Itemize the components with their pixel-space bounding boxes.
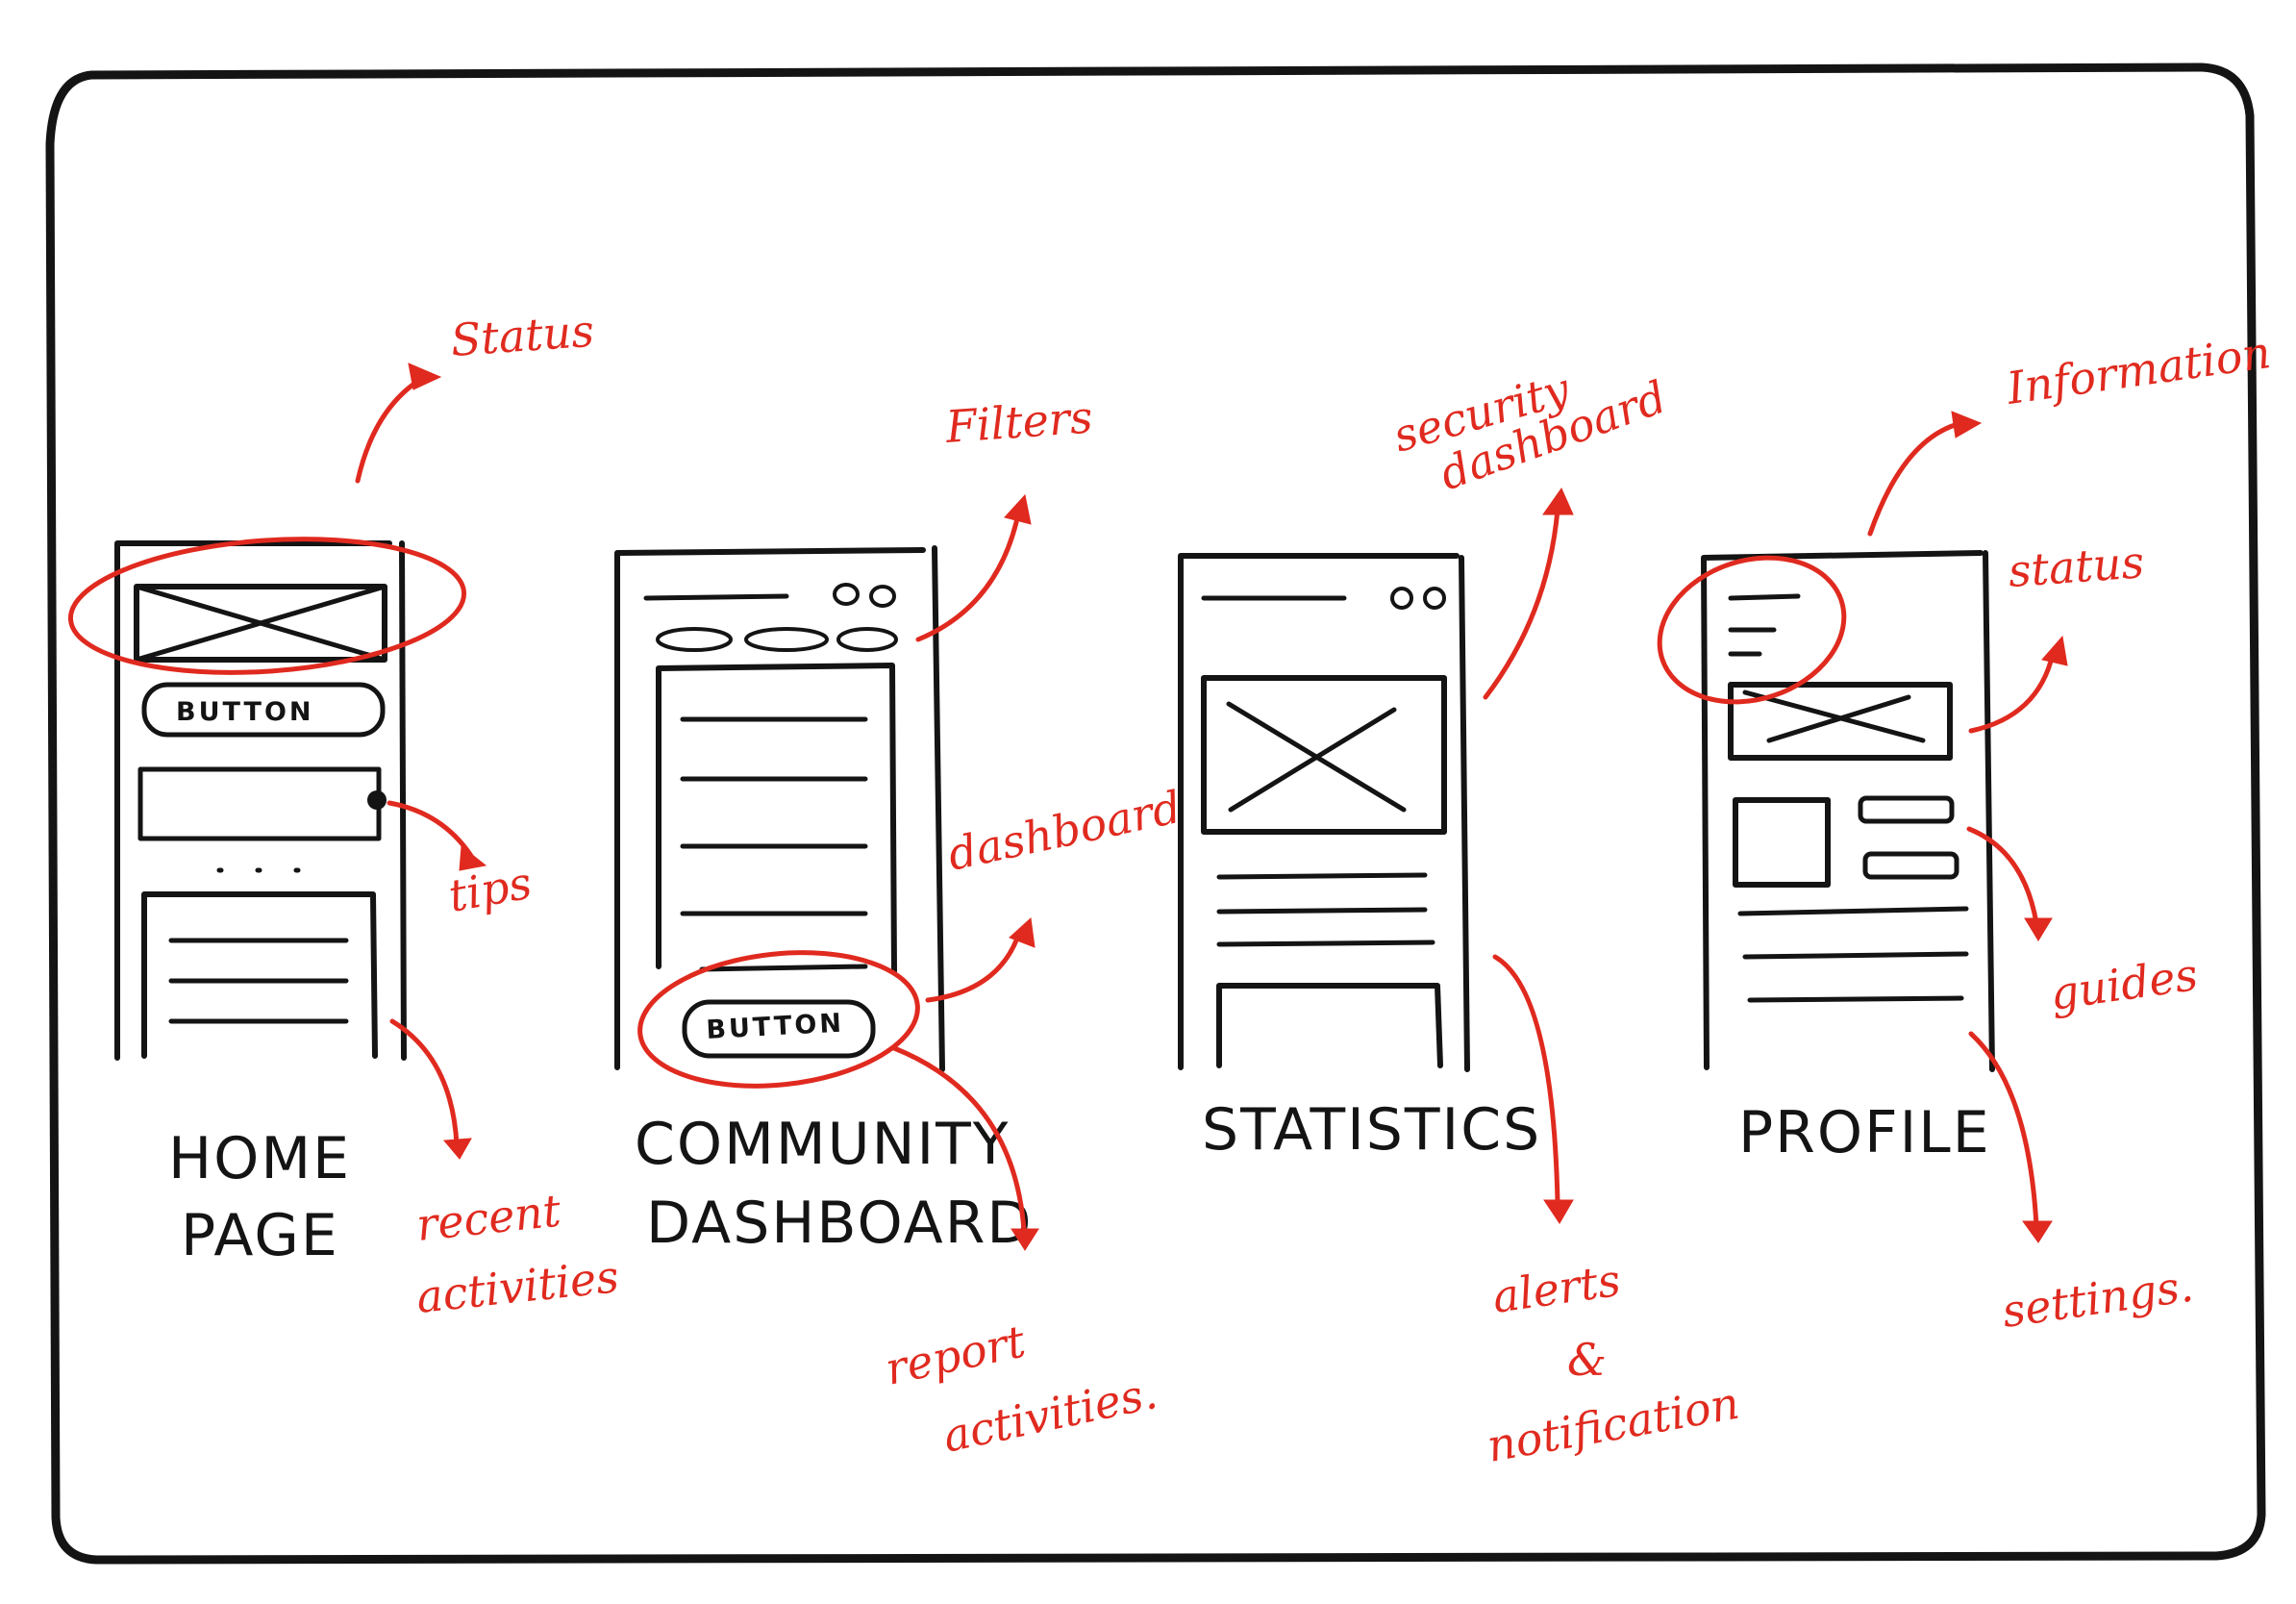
community-dashboard-wireframe: BUTTON	[614, 545, 945, 1072]
tips-dot-icon	[367, 790, 387, 810]
arrowhead-icon	[1951, 411, 1983, 439]
arrowhead-icon	[2022, 1220, 2053, 1243]
arrowhead-icon	[2041, 635, 2068, 666]
home-button-label: BUTTON	[176, 697, 314, 727]
community-report-note-line2: activities.	[938, 1366, 1161, 1463]
arrowhead-icon	[1542, 487, 1574, 515]
report-button-circle	[637, 950, 920, 1089]
arrowhead-icon	[1009, 916, 1036, 948]
stats-alerts-note-line3: notification	[1484, 1377, 1743, 1472]
arrowhead-icon	[408, 363, 442, 390]
community-button-label: BUTTON	[706, 1009, 845, 1045]
statistics-wireframe	[1178, 553, 1470, 1072]
community-filters-note: Filters	[943, 390, 1094, 453]
statistics-title: STATISTICS	[1202, 1096, 1541, 1164]
stats-alerts-note-line2: &	[1567, 1334, 1607, 1386]
profile-status-note: status	[2007, 536, 2146, 597]
community-title-line1: COMMUNITY	[635, 1111, 1010, 1178]
profile-settings-note: settings.	[1999, 1260, 2196, 1338]
arrowhead-icon	[1543, 1199, 1574, 1224]
home-page-title-line1: HOME	[168, 1125, 351, 1192]
community-title-line2: DASHBOARD	[646, 1190, 1034, 1257]
profile-title: PROFILE	[1738, 1099, 1991, 1166]
outer-frame	[45, 63, 2266, 1565]
home-page-title-line2: PAGE	[181, 1202, 339, 1269]
status-circle	[67, 537, 467, 675]
arrowhead-icon	[1004, 493, 1032, 525]
profile-information-note: Information	[2003, 326, 2274, 414]
home-recent-note-line1: recent	[414, 1184, 564, 1250]
information-circle	[1657, 555, 1847, 705]
community-dashboard-note: dashboard	[943, 781, 1185, 881]
stats-alerts-note-line1: alerts	[1489, 1254, 1624, 1323]
community-report-note-line1: report	[881, 1315, 1030, 1394]
profile-wireframe	[1701, 550, 1995, 1072]
home-page-wireframe: BUTTON	[114, 540, 407, 1061]
arrowhead-icon	[2024, 917, 2053, 941]
home-status-note: Status	[449, 305, 596, 366]
arrowhead-icon	[459, 845, 487, 871]
arrowhead-icon	[1011, 1228, 1039, 1251]
profile-guides-note: guides	[2047, 948, 2201, 1020]
home-tips-note: tips	[445, 857, 536, 922]
home-recent-note-line2: activities	[414, 1250, 622, 1323]
arrowhead-icon	[442, 1138, 472, 1160]
